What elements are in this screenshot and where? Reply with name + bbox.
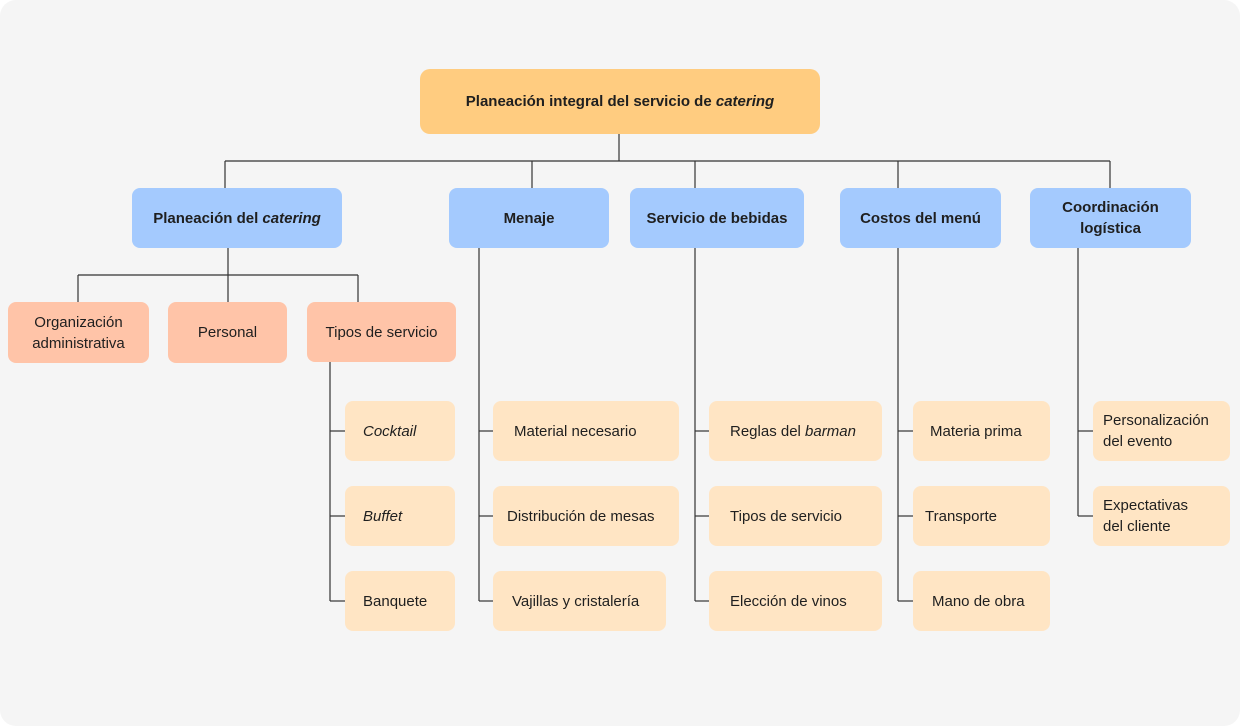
node-costos-label: Costos del menú: [860, 209, 981, 227]
node-servicio-bebidas: Servicio de bebidas: [630, 188, 804, 248]
leaf-buffet-label: Buffet: [363, 507, 403, 525]
node-personal-label: Personal: [197, 324, 258, 341]
leaf-banquete-label: Banquete: [363, 592, 428, 610]
node-planeacion-emphasis: catering: [262, 209, 321, 227]
node-planeacion-catering: Planeación del catering: [132, 188, 342, 248]
leaf-mano-obra-label: Mano de obra: [932, 592, 1025, 610]
leaf-banquete: Banquete: [345, 571, 455, 631]
node-planeacion-text: Planeación del: [153, 209, 263, 227]
leaf-distribucion-label: Distribución de mesas: [507, 507, 655, 525]
node-menaje-label: Menaje: [503, 209, 555, 227]
node-coordinacion-logistica: Coordinación logística: [1030, 188, 1191, 248]
node-organizacion-administrativa: Organización administrativa: [8, 302, 149, 363]
node-menaje: Menaje: [449, 188, 609, 248]
leaf-reglas-label: Reglas del barman: [730, 421, 856, 442]
node-costos-menu: Costos del menú: [840, 188, 1001, 248]
leaf-cocktail: Cocktail: [345, 401, 455, 461]
leaf-expectativas-cliente: Expectativas del cliente: [1093, 486, 1230, 546]
leaf-reglas-barman: Reglas del barman: [709, 401, 882, 461]
leaf-transporte: Transporte: [913, 486, 1050, 546]
leaf-vajillas-cristaleria: Vajillas y cristalería: [493, 571, 666, 631]
leaf-material-necesario: Material necesario: [493, 401, 679, 461]
node-planeacion-label: Planeación del catering: [153, 208, 321, 229]
root-node-emphasis: catering: [715, 93, 775, 110]
leaf-reglas-emphasis: barman: [805, 422, 856, 440]
leaf-eleccion-vinos: Elección de vinos: [709, 571, 882, 631]
leaf-vajillas-label: Vajillas y cristalería: [512, 592, 640, 610]
leaf-reglas-text: Reglas del: [730, 422, 806, 440]
node-personal: Personal: [168, 302, 287, 363]
root-node: Planeación integral del servicio de cate…: [420, 69, 820, 134]
node-tipos-servicio: Tipos de servicio: [307, 302, 456, 362]
leaf-personalizacion-evento: Personalización del evento: [1093, 401, 1230, 461]
leaf-distribucion-mesas: Distribución de mesas: [493, 486, 679, 546]
leaf-personalizacion-label: Personalización del evento: [1103, 412, 1209, 450]
leaf-vinos-label: Elección de vinos: [730, 592, 847, 610]
leaf-bebidas-tipos-servicio: Tipos de servicio: [709, 486, 882, 546]
leaf-buffet: Buffet: [345, 486, 455, 546]
leaf-material-label: Material necesario: [514, 422, 637, 440]
root-node-label: Planeación integral del servicio de cate…: [466, 91, 774, 112]
leaf-bebidas-tipos-label: Tipos de servicio: [730, 507, 842, 525]
node-tipos-label: Tipos de servicio: [325, 323, 438, 341]
leaf-mano-obra: Mano de obra: [913, 571, 1050, 631]
node-organizacion-label: Organización administrativa: [32, 313, 125, 352]
root-node-text: Planeación integral del servicio de: [465, 93, 716, 110]
leaf-materia-label: Materia prima: [930, 422, 1022, 440]
leaf-cocktail-label: Cocktail: [363, 422, 417, 440]
leaf-transporte-label: Transporte: [925, 507, 997, 525]
node-coordinacion-label: Coordinación logística: [1062, 199, 1159, 237]
node-bebidas-label: Servicio de bebidas: [646, 209, 788, 227]
leaf-expectativas-label: Expectativas del cliente: [1103, 497, 1189, 535]
leaf-materia-prima: Materia prima: [913, 401, 1050, 461]
